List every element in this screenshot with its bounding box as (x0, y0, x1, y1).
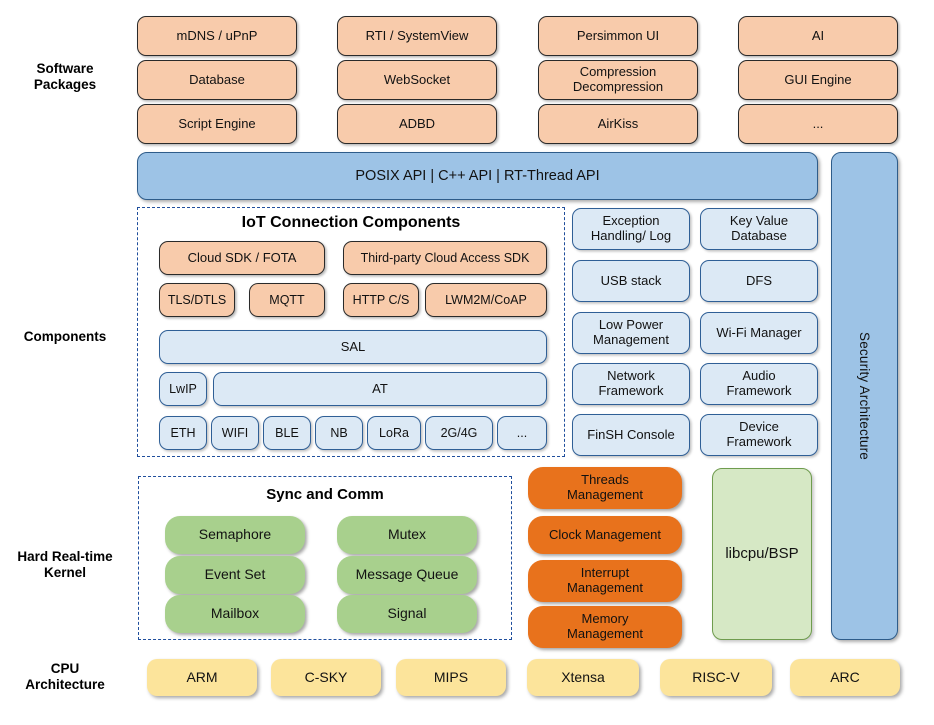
kernel-semaphore[interactable]: Semaphore (165, 516, 305, 554)
package-adbd[interactable]: ADBD (337, 104, 497, 144)
component-low-power-management[interactable]: Low Power Management (572, 312, 690, 354)
cpu-arch-csky[interactable]: C-SKY (271, 659, 381, 696)
package-gui-engine[interactable]: GUI Engine (738, 60, 898, 100)
component-exception-handling-log[interactable]: Exception Handling/ Log (572, 208, 690, 250)
component-dfs[interactable]: DFS (700, 260, 818, 302)
sync-and-comm-group (138, 476, 512, 640)
iot-http-cs[interactable]: HTTP C/S (343, 283, 419, 317)
sync-and-comm-title: Sync and Comm (266, 486, 384, 503)
kernel-mutex[interactable]: Mutex (337, 516, 477, 554)
security-architecture-bar: Security Architecture (831, 152, 898, 640)
component-network-framework[interactable]: Network Framework (572, 363, 690, 405)
component-usb-stack[interactable]: USB stack (572, 260, 690, 302)
kernel-clock-management[interactable]: Clock Management (528, 516, 682, 554)
iot-at[interactable]: AT (213, 372, 547, 406)
package-compression[interactable]: Compression Decompression (538, 60, 698, 100)
iot-group-title: IoT Connection Components (241, 214, 461, 231)
package-database[interactable]: Database (137, 60, 297, 100)
component-wifi-manager[interactable]: Wi-Fi Manager (700, 312, 818, 354)
cpu-arch-xtensa[interactable]: Xtensa (527, 659, 639, 696)
iot-cloud-sdk-fota[interactable]: Cloud SDK / FOTA (159, 241, 325, 275)
package-script-engine[interactable]: Script Engine (137, 104, 297, 144)
iot-link-ble[interactable]: BLE (263, 416, 311, 450)
package-more[interactable]: ... (738, 104, 898, 144)
package-persimmon-ui[interactable]: Persimmon UI (538, 16, 698, 56)
iot-link-lora[interactable]: LoRa (367, 416, 421, 450)
iot-link-wifi[interactable]: WIFI (211, 416, 259, 450)
iot-tls-dtls[interactable]: TLS/DTLS (159, 283, 235, 317)
iot-sal[interactable]: SAL (159, 330, 547, 364)
package-websocket[interactable]: WebSocket (337, 60, 497, 100)
security-architecture-label: Security Architecture (857, 331, 872, 460)
iot-link-2g4g[interactable]: 2G/4G (425, 416, 493, 450)
row-label-kernel: Hard Real-time Kernel (17, 548, 113, 580)
iot-connection-components-group (137, 207, 565, 457)
kernel-event-set[interactable]: Event Set (165, 556, 305, 594)
iot-lwm2m-coap[interactable]: LWM2M/CoAP (425, 283, 547, 317)
cpu-arch-arm[interactable]: ARM (147, 659, 257, 696)
api-bar: POSIX API | C++ API | RT-Thread API (137, 152, 818, 200)
libcpu-bsp-panel[interactable]: libcpu/BSP (712, 468, 812, 640)
package-mdns-upnp[interactable]: mDNS / uPnP (137, 16, 297, 56)
iot-lwip[interactable]: LwIP (159, 372, 207, 406)
iot-link-eth[interactable]: ETH (159, 416, 207, 450)
package-rti-systemview[interactable]: RTI / SystemView (337, 16, 497, 56)
cpu-arch-mips[interactable]: MIPS (396, 659, 506, 696)
kernel-mailbox[interactable]: Mailbox (165, 595, 305, 633)
kernel-signal[interactable]: Signal (337, 595, 477, 633)
row-label-components: Components (23, 328, 107, 344)
package-airkiss[interactable]: AirKiss (538, 104, 698, 144)
kernel-threads-management[interactable]: Threads Management (528, 467, 682, 509)
package-ai[interactable]: AI (738, 16, 898, 56)
component-key-value-database[interactable]: Key Value Database (700, 208, 818, 250)
cpu-arch-arc[interactable]: ARC (790, 659, 900, 696)
row-label-cpu: CPU Architecture (25, 660, 105, 692)
kernel-memory-management[interactable]: Memory Management (528, 606, 682, 648)
component-finsh-console[interactable]: FinSH Console (572, 414, 690, 456)
iot-mqtt[interactable]: MQTT (249, 283, 325, 317)
component-audio-framework[interactable]: Audio Framework (700, 363, 818, 405)
cpu-arch-riscv[interactable]: RISC-V (660, 659, 772, 696)
kernel-message-queue[interactable]: Message Queue (337, 556, 477, 594)
component-device-framework[interactable]: Device Framework (700, 414, 818, 456)
kernel-interrupt-management[interactable]: Interrupt Management (528, 560, 682, 602)
iot-third-party-cloud-sdk[interactable]: Third-party Cloud Access SDK (343, 241, 547, 275)
row-label-software-packages: Software Packages (33, 60, 97, 92)
iot-link-more[interactable]: ... (497, 416, 547, 450)
iot-link-nb[interactable]: NB (315, 416, 363, 450)
